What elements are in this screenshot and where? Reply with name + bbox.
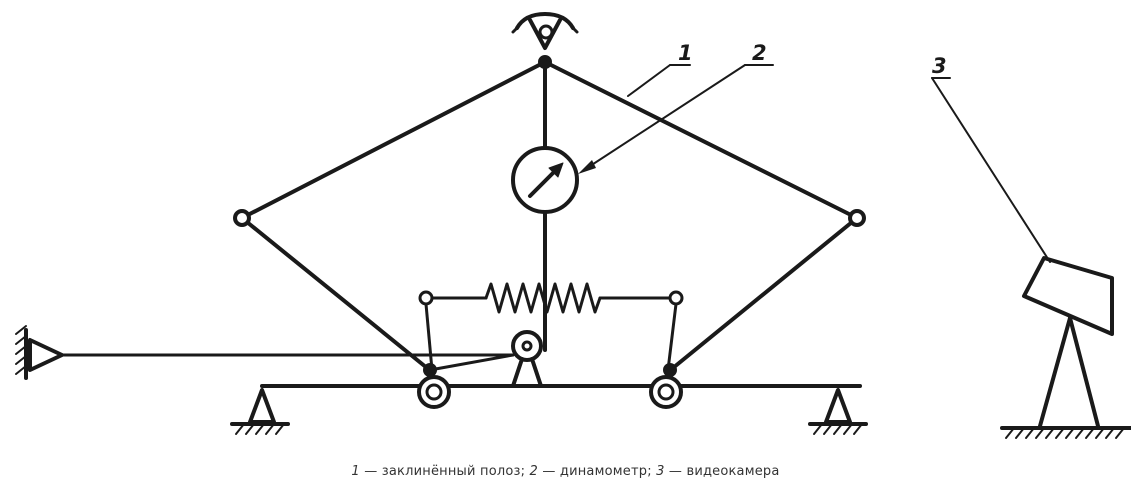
left-skid-roller <box>417 363 451 409</box>
top-suspension-hook <box>511 12 579 69</box>
central-pulley <box>511 330 543 388</box>
dynamometer-gauge <box>511 146 579 214</box>
caption-text-3: — видеокамера <box>664 464 780 479</box>
leader-lines <box>583 64 1051 263</box>
left-wall-anchor <box>15 325 515 380</box>
right-skid-roller <box>649 363 683 409</box>
caption-text-2: — динамометр; <box>538 464 657 479</box>
left-pivot-joint <box>233 209 251 227</box>
leader-2-arrowhead <box>578 160 596 174</box>
figure-caption: 1 — заклинённый полоз; 2 — динамометр; 3… <box>0 464 1131 479</box>
rhombus-frame <box>240 60 859 374</box>
label-num-3: 3 <box>932 54 947 78</box>
caption-text-1: — заклинённый полоз; <box>359 464 530 479</box>
right-pivot-joint <box>848 209 866 227</box>
video-camera <box>1000 256 1131 439</box>
label-num-1: 1 <box>678 41 693 65</box>
right-ground-support <box>808 388 868 435</box>
label-num-2: 2 <box>752 41 767 65</box>
left-ground-support <box>230 388 290 435</box>
caption-num-3: 3 <box>656 464 665 479</box>
test-rig-diagram: 1 2 3 <box>15 12 1131 439</box>
caption-num-1: 1 <box>351 464 360 479</box>
caption-num-2: 2 <box>529 464 539 479</box>
spring-assembly <box>418 282 684 372</box>
